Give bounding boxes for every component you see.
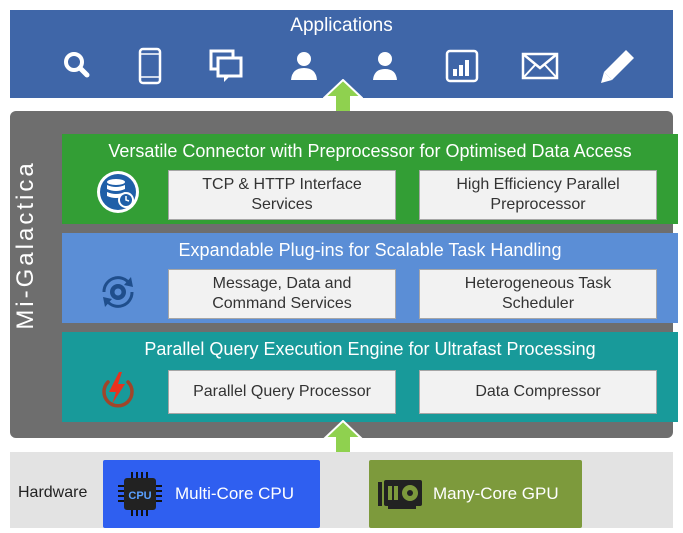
cpu-chip-label: CPU xyxy=(128,490,151,502)
many-core-gpu-box: Many-Core GPU xyxy=(369,460,582,528)
user-alt-icon[interactable] xyxy=(365,46,405,86)
gpu-text: Many-Core GPU xyxy=(433,484,559,503)
chat-icon[interactable] xyxy=(206,46,246,86)
parallel-preprocessor-box: High Efficiency Parallel Preprocessor xyxy=(419,170,657,220)
database-clock-icon xyxy=(97,171,139,213)
cpu-chip-icon: CPU xyxy=(118,472,162,516)
box-line: Parallel Query Processor xyxy=(193,383,371,400)
task-scheduler-box: Heterogeneous Task Scheduler xyxy=(419,269,657,319)
query-engine-layer: Parallel Query Execution Engine for Ultr… xyxy=(62,332,678,422)
box-line: Heterogeneous Task xyxy=(464,275,612,292)
box-line: Preprocessor xyxy=(490,196,586,213)
applications-title: Applications xyxy=(290,15,393,36)
layer-title: Versatile Connector with Preprocessor fo… xyxy=(108,141,632,161)
box-line: TCP & HTTP Interface xyxy=(202,176,362,193)
gpu-card-icon xyxy=(378,480,422,509)
tablet-icon[interactable] xyxy=(130,46,170,86)
hardware-label: Hardware xyxy=(18,484,88,501)
power-lightning-icon xyxy=(102,372,134,408)
parallel-query-processor-box: Parallel Query Processor xyxy=(168,370,396,414)
cpu-text: Multi-Core CPU xyxy=(175,484,295,503)
mail-icon[interactable] xyxy=(520,46,560,86)
user-icon[interactable] xyxy=(284,46,324,86)
box-line: Command Services xyxy=(212,295,352,312)
pencil-icon[interactable] xyxy=(598,46,638,86)
box-line: Scheduler xyxy=(501,295,575,312)
plugins-layer: Expandable Plug-ins for Scalable Task Ha… xyxy=(62,233,678,323)
search-icon[interactable] xyxy=(57,46,97,86)
refresh-gear-icon xyxy=(102,276,134,308)
platform-name: Mi-Galactica xyxy=(12,160,39,330)
message-data-command-services-box: Message, Data and Command Services xyxy=(168,269,396,319)
multi-core-cpu-box: CPU Multi-Core CPU xyxy=(103,460,320,528)
box-line: Message, Data and xyxy=(212,275,352,292)
box-line: High Efficiency Parallel xyxy=(456,176,620,193)
bar-chart-icon[interactable] xyxy=(442,46,482,86)
box-line: Services xyxy=(251,196,313,213)
platform-name-label: Mi-Galactica xyxy=(6,145,46,345)
connector-layer: Versatile Connector with Preprocessor fo… xyxy=(62,134,678,224)
layer-title: Parallel Query Execution Engine for Ultr… xyxy=(144,339,596,359)
box-line: Data Compressor xyxy=(475,383,601,400)
tcp-http-interface-box: TCP & HTTP Interface Services xyxy=(168,170,396,220)
layer-title: Expandable Plug-ins for Scalable Task Ha… xyxy=(178,240,562,260)
data-compressor-box: Data Compressor xyxy=(419,370,657,414)
